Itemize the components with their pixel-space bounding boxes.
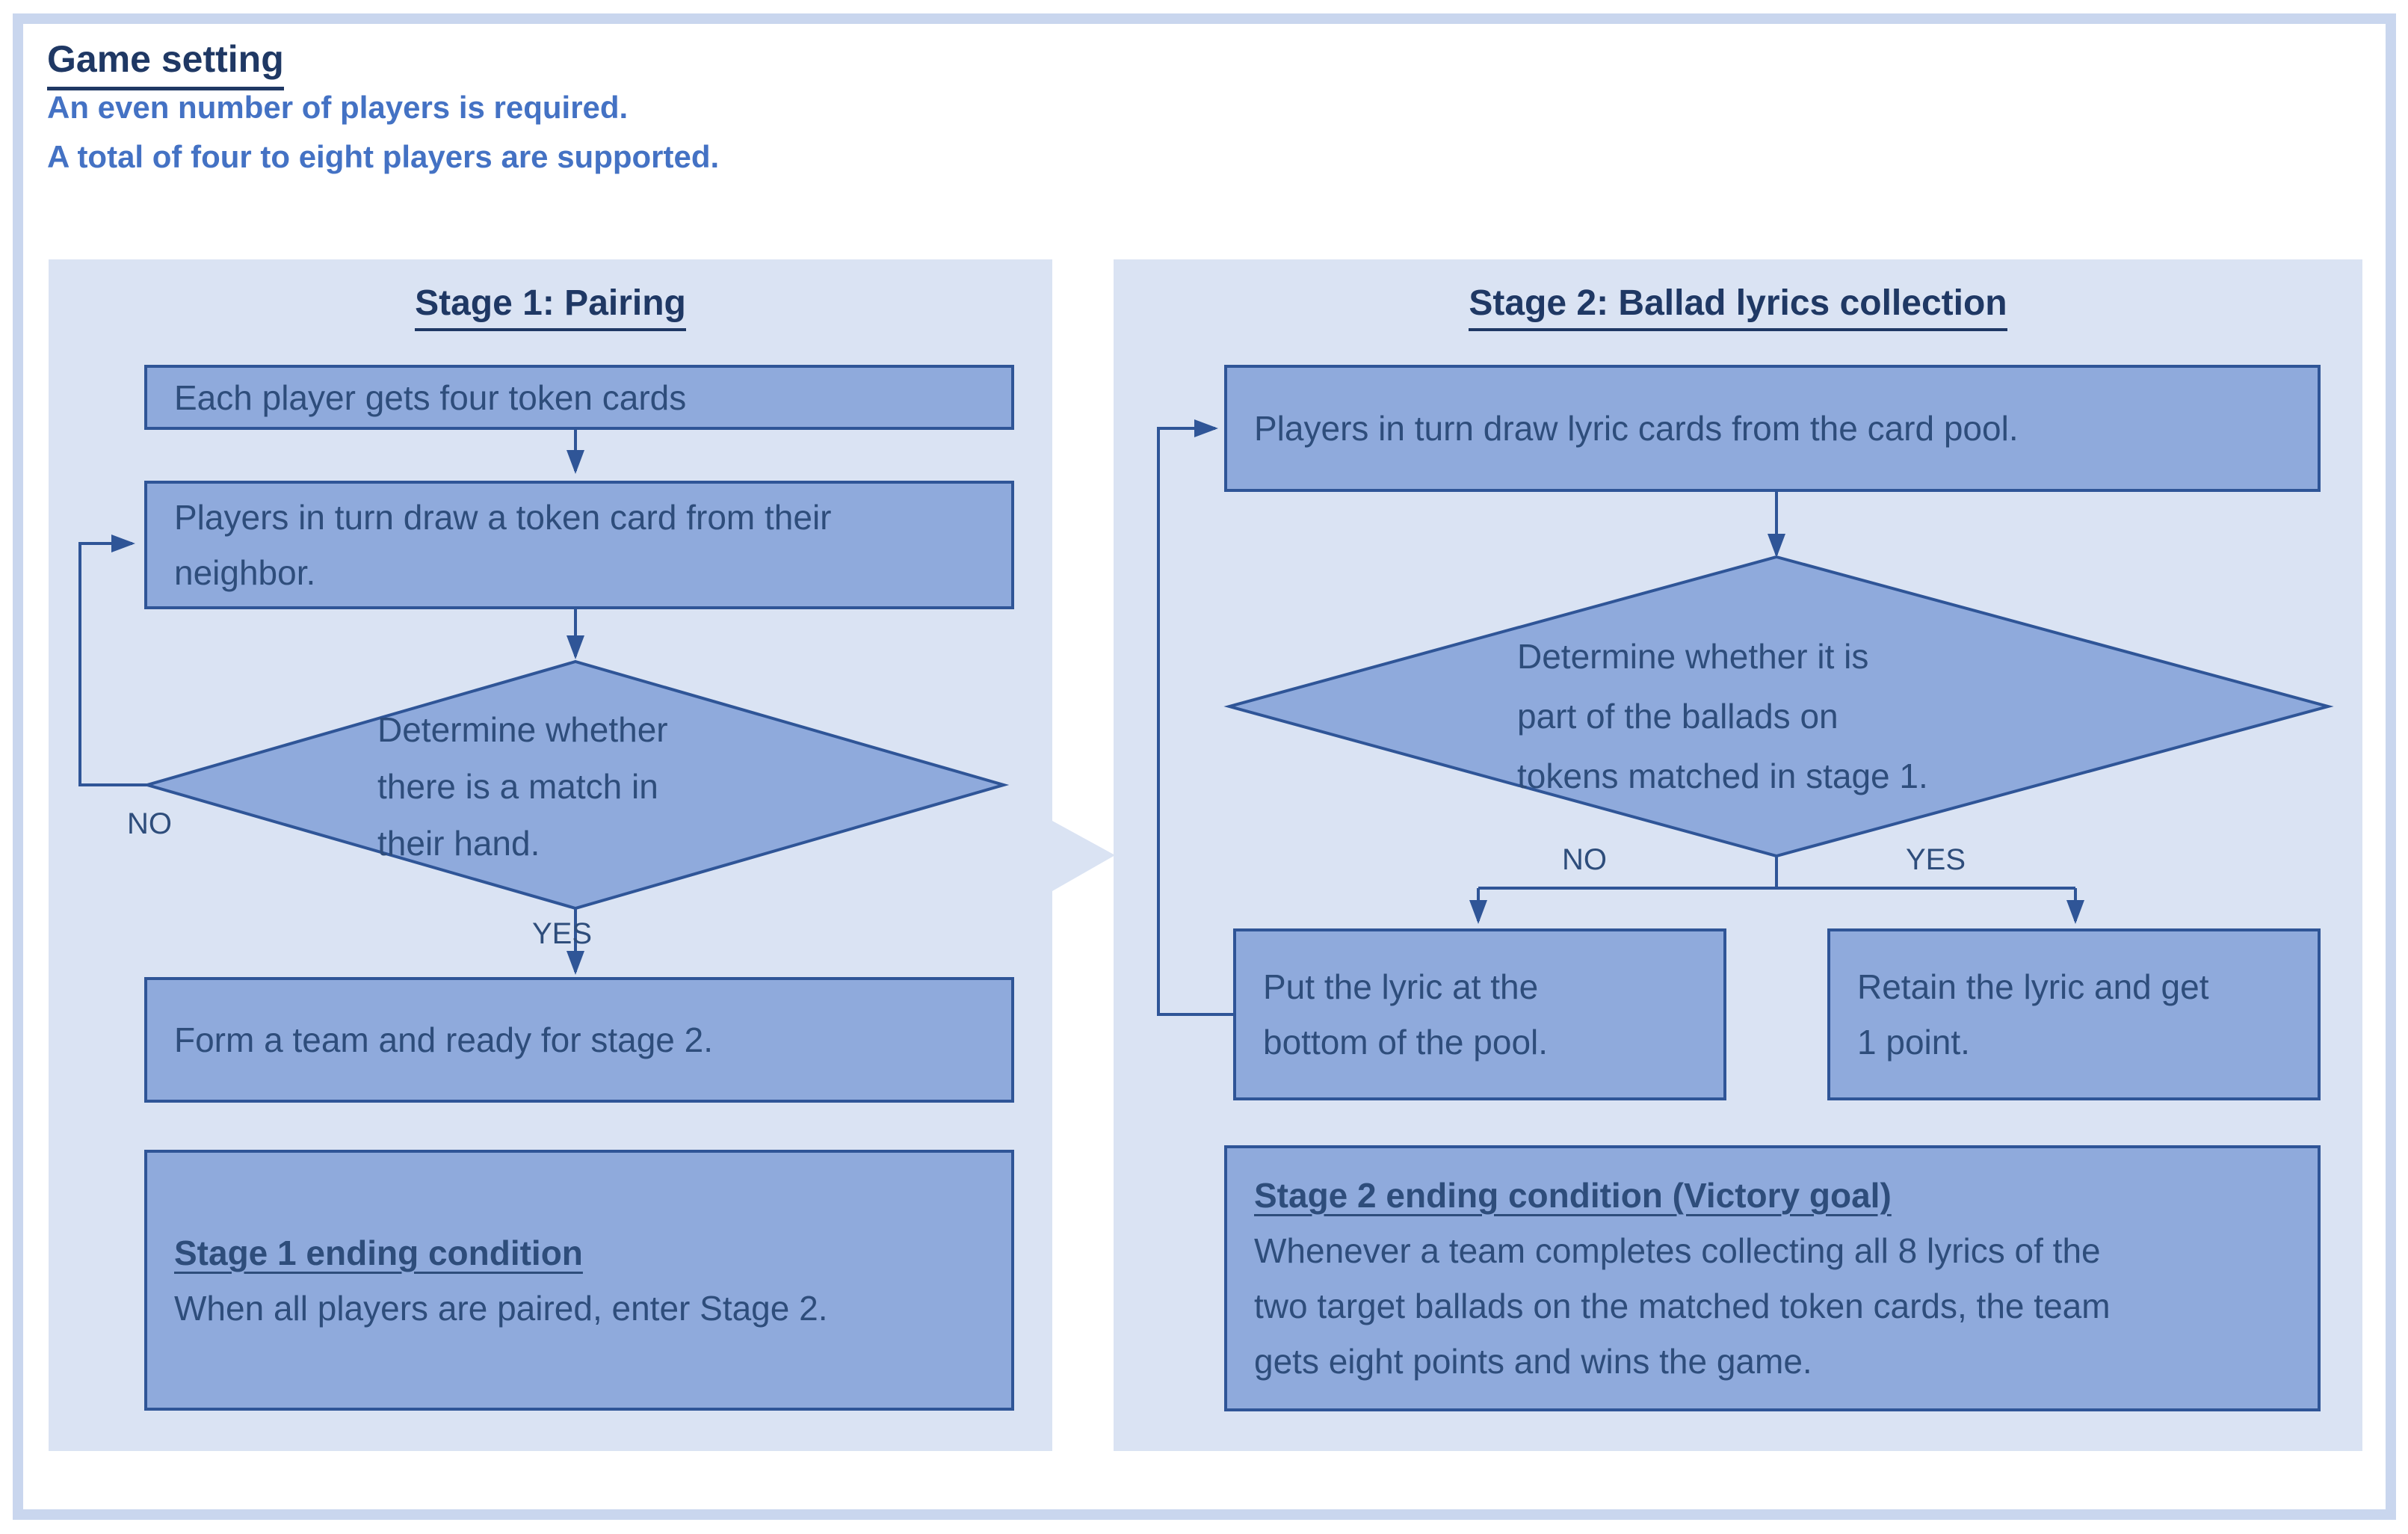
header-note-2: A total of four to eight players are sup… <box>47 139 720 174</box>
page-border-frame <box>13 13 2396 1520</box>
stage1-deal-text: Each player gets four token cards <box>174 378 687 417</box>
stage2-yes-label: YES <box>1906 843 1966 876</box>
page-title: Game setting <box>47 37 284 90</box>
stage2-title: Stage 2: Ballad lyrics collection <box>1114 283 2362 331</box>
stage1-deal-box: Each player gets four token cards <box>144 365 1014 430</box>
stage1-no-label: NO <box>127 807 172 840</box>
stage2-no-box: Put the lyric at the bottom of the pool. <box>1233 928 1726 1100</box>
stage2-draw-box: Players in turn draw lyric cards from th… <box>1224 365 2321 492</box>
page-title-text: Game setting <box>47 37 284 90</box>
stage1-decision-text: Determine whether there is a match in th… <box>377 710 668 863</box>
stage2-yes-box: Retain the lyric and get 1 point. <box>1827 928 2321 1100</box>
stage2-ending-title: Stage 2 ending condition (Victory goal) <box>1254 1176 1892 1215</box>
stage1-draw-box: Players in turn draw a token card from t… <box>144 481 1014 609</box>
stage1-team-box: Form a team and ready for stage 2. <box>144 977 1014 1103</box>
stage2-decision-text: Determine whether it is part of the ball… <box>1517 637 1928 795</box>
stage2-ending-box: Stage 2 ending condition (Victory goal) … <box>1224 1145 2321 1411</box>
stage1-ending-box: Stage 1 ending condition When all player… <box>144 1150 1014 1411</box>
stage1-ending-title: Stage 1 ending condition <box>174 1233 583 1272</box>
header-note-1: An even number of players is required. <box>47 90 629 125</box>
stage2-no-label: NO <box>1562 843 1607 876</box>
stage1-title: Stage 1: Pairing <box>49 283 1052 331</box>
stage1-yes-label: YES <box>532 917 593 950</box>
